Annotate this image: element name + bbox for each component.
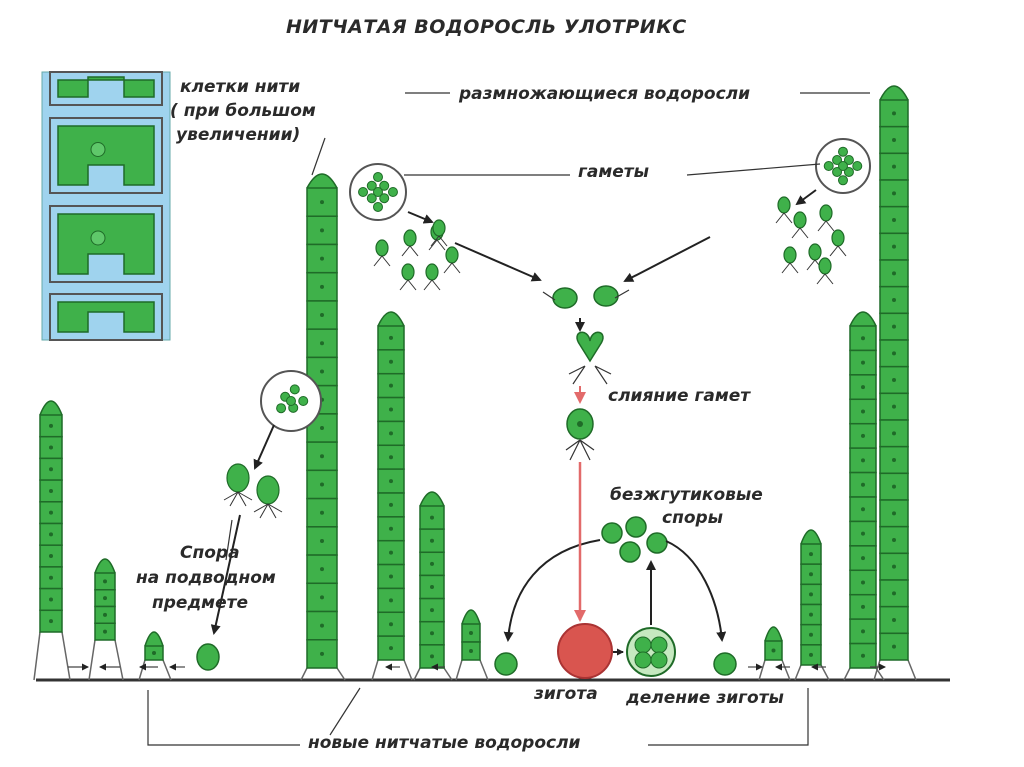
- arrow-gt-right: [795, 189, 817, 206]
- filament-tiny-2: [455, 609, 489, 681]
- arrow-spore-down: [210, 514, 241, 635]
- gametangium-right: [815, 138, 871, 194]
- fusing-heart-cell: [568, 331, 612, 385]
- label-cells-line1: клетки нити: [180, 77, 301, 97]
- fused-zygote-motile: [565, 408, 595, 461]
- label-zygote-division: деление зиготы: [626, 688, 784, 708]
- gamete: [430, 219, 448, 247]
- arrow-gt-left: [407, 211, 434, 224]
- zoosporangium-left: [260, 370, 322, 432]
- label-spore-line3: предмете: [152, 593, 248, 613]
- filament-short-1: [33, 400, 71, 681]
- flagellaless-spores: [601, 516, 668, 563]
- gamete: [816, 257, 834, 285]
- gamete: [423, 263, 441, 291]
- fusing-gametes: [542, 285, 630, 309]
- arrow-spores-right: [665, 540, 727, 642]
- filament-short-2: [88, 558, 124, 681]
- spore-right-settled: [713, 652, 737, 676]
- filament-mid-2: [413, 491, 453, 681]
- gamete: [781, 246, 799, 274]
- gamete: [791, 211, 809, 239]
- leader-lines: [147, 92, 870, 746]
- gamete: [829, 229, 847, 257]
- magnified-cell: [49, 205, 163, 283]
- magnified-cell: [49, 71, 163, 106]
- filament-big-left: [300, 173, 346, 681]
- arrow-gametes-right: [623, 236, 711, 282]
- label-gamete-fusion: слияние гамет: [608, 386, 751, 406]
- gamete: [401, 229, 419, 257]
- filaments-group: [33, 85, 917, 681]
- arrow-zs: [253, 424, 275, 470]
- gamete: [223, 463, 253, 507]
- magnified-cells-inset: [41, 71, 171, 341]
- gametangium-left: [349, 163, 407, 221]
- gamete: [253, 475, 283, 519]
- spore-left-settled: [494, 652, 518, 676]
- gamete: [817, 204, 835, 232]
- gamete: [399, 263, 417, 291]
- diagram-title: НИТЧАТАЯ ВОДОРОСЛЬ УЛОТРИКС: [286, 16, 687, 38]
- gamete: [443, 246, 461, 274]
- label-gametes: гаметы: [578, 162, 650, 182]
- filament-tiny-1: [138, 631, 172, 681]
- label-zygote: зигота: [534, 684, 598, 704]
- label-spore-line1: Спора: [180, 543, 240, 563]
- label-cells-line2: ( при большом: [170, 101, 316, 121]
- label-flagellaless-line2: споры: [662, 508, 724, 528]
- filament-mid-3: [794, 529, 830, 681]
- label-flagellaless-line1: безжгутиковые: [610, 485, 763, 505]
- magnified-cell: [49, 117, 163, 194]
- label-cells-line3: увеличении): [176, 125, 301, 145]
- zygote: [557, 623, 613, 679]
- gametes-group: [223, 196, 847, 519]
- filament-mid-4: [843, 311, 885, 681]
- label-new-algae: новые нитчатые водоросли: [308, 733, 581, 753]
- magnified-cell: [49, 293, 163, 341]
- arrow-gametes-left: [454, 242, 542, 282]
- filament-tiny-3: [758, 626, 791, 681]
- filament-mid-1: [371, 311, 413, 681]
- filament-big-right: [873, 85, 917, 681]
- spore-on-object: [196, 643, 220, 671]
- gamete: [373, 239, 391, 267]
- label-reproducing: размножающиеся водоросли: [459, 84, 751, 104]
- gamete: [775, 196, 793, 224]
- dividing-zygote: [626, 627, 676, 677]
- label-spore-line2: на подводном: [136, 568, 276, 588]
